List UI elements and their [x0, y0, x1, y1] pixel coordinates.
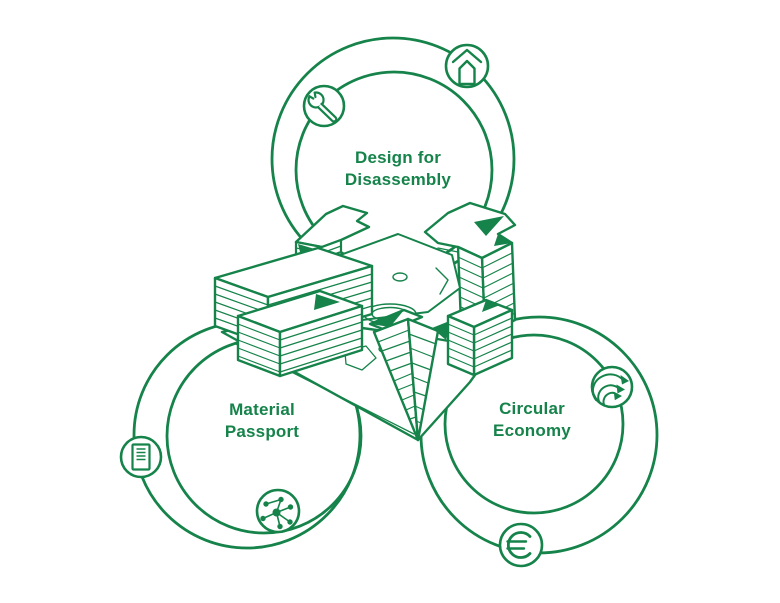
euro-icon — [498, 522, 544, 568]
ring-label-design-for-disassembly: Design for Disassembly — [344, 148, 452, 189]
recycle-arrows-icon — [590, 365, 634, 409]
building-wing-right-lower — [432, 298, 514, 377]
ring-inner-circle — [443, 333, 625, 515]
building-wing-front-left — [236, 289, 364, 378]
document-icon — [119, 435, 163, 479]
house-reuse-icon — [444, 43, 490, 89]
molecule-icon — [255, 488, 301, 534]
building-wing-bottom — [368, 308, 440, 442]
wrench-icon — [302, 84, 346, 128]
ring-label-material-passport: Material Passport — [224, 400, 300, 441]
building-illustration — [213, 201, 517, 442]
ring-label-circular-economy: Circular Economy — [493, 399, 571, 440]
